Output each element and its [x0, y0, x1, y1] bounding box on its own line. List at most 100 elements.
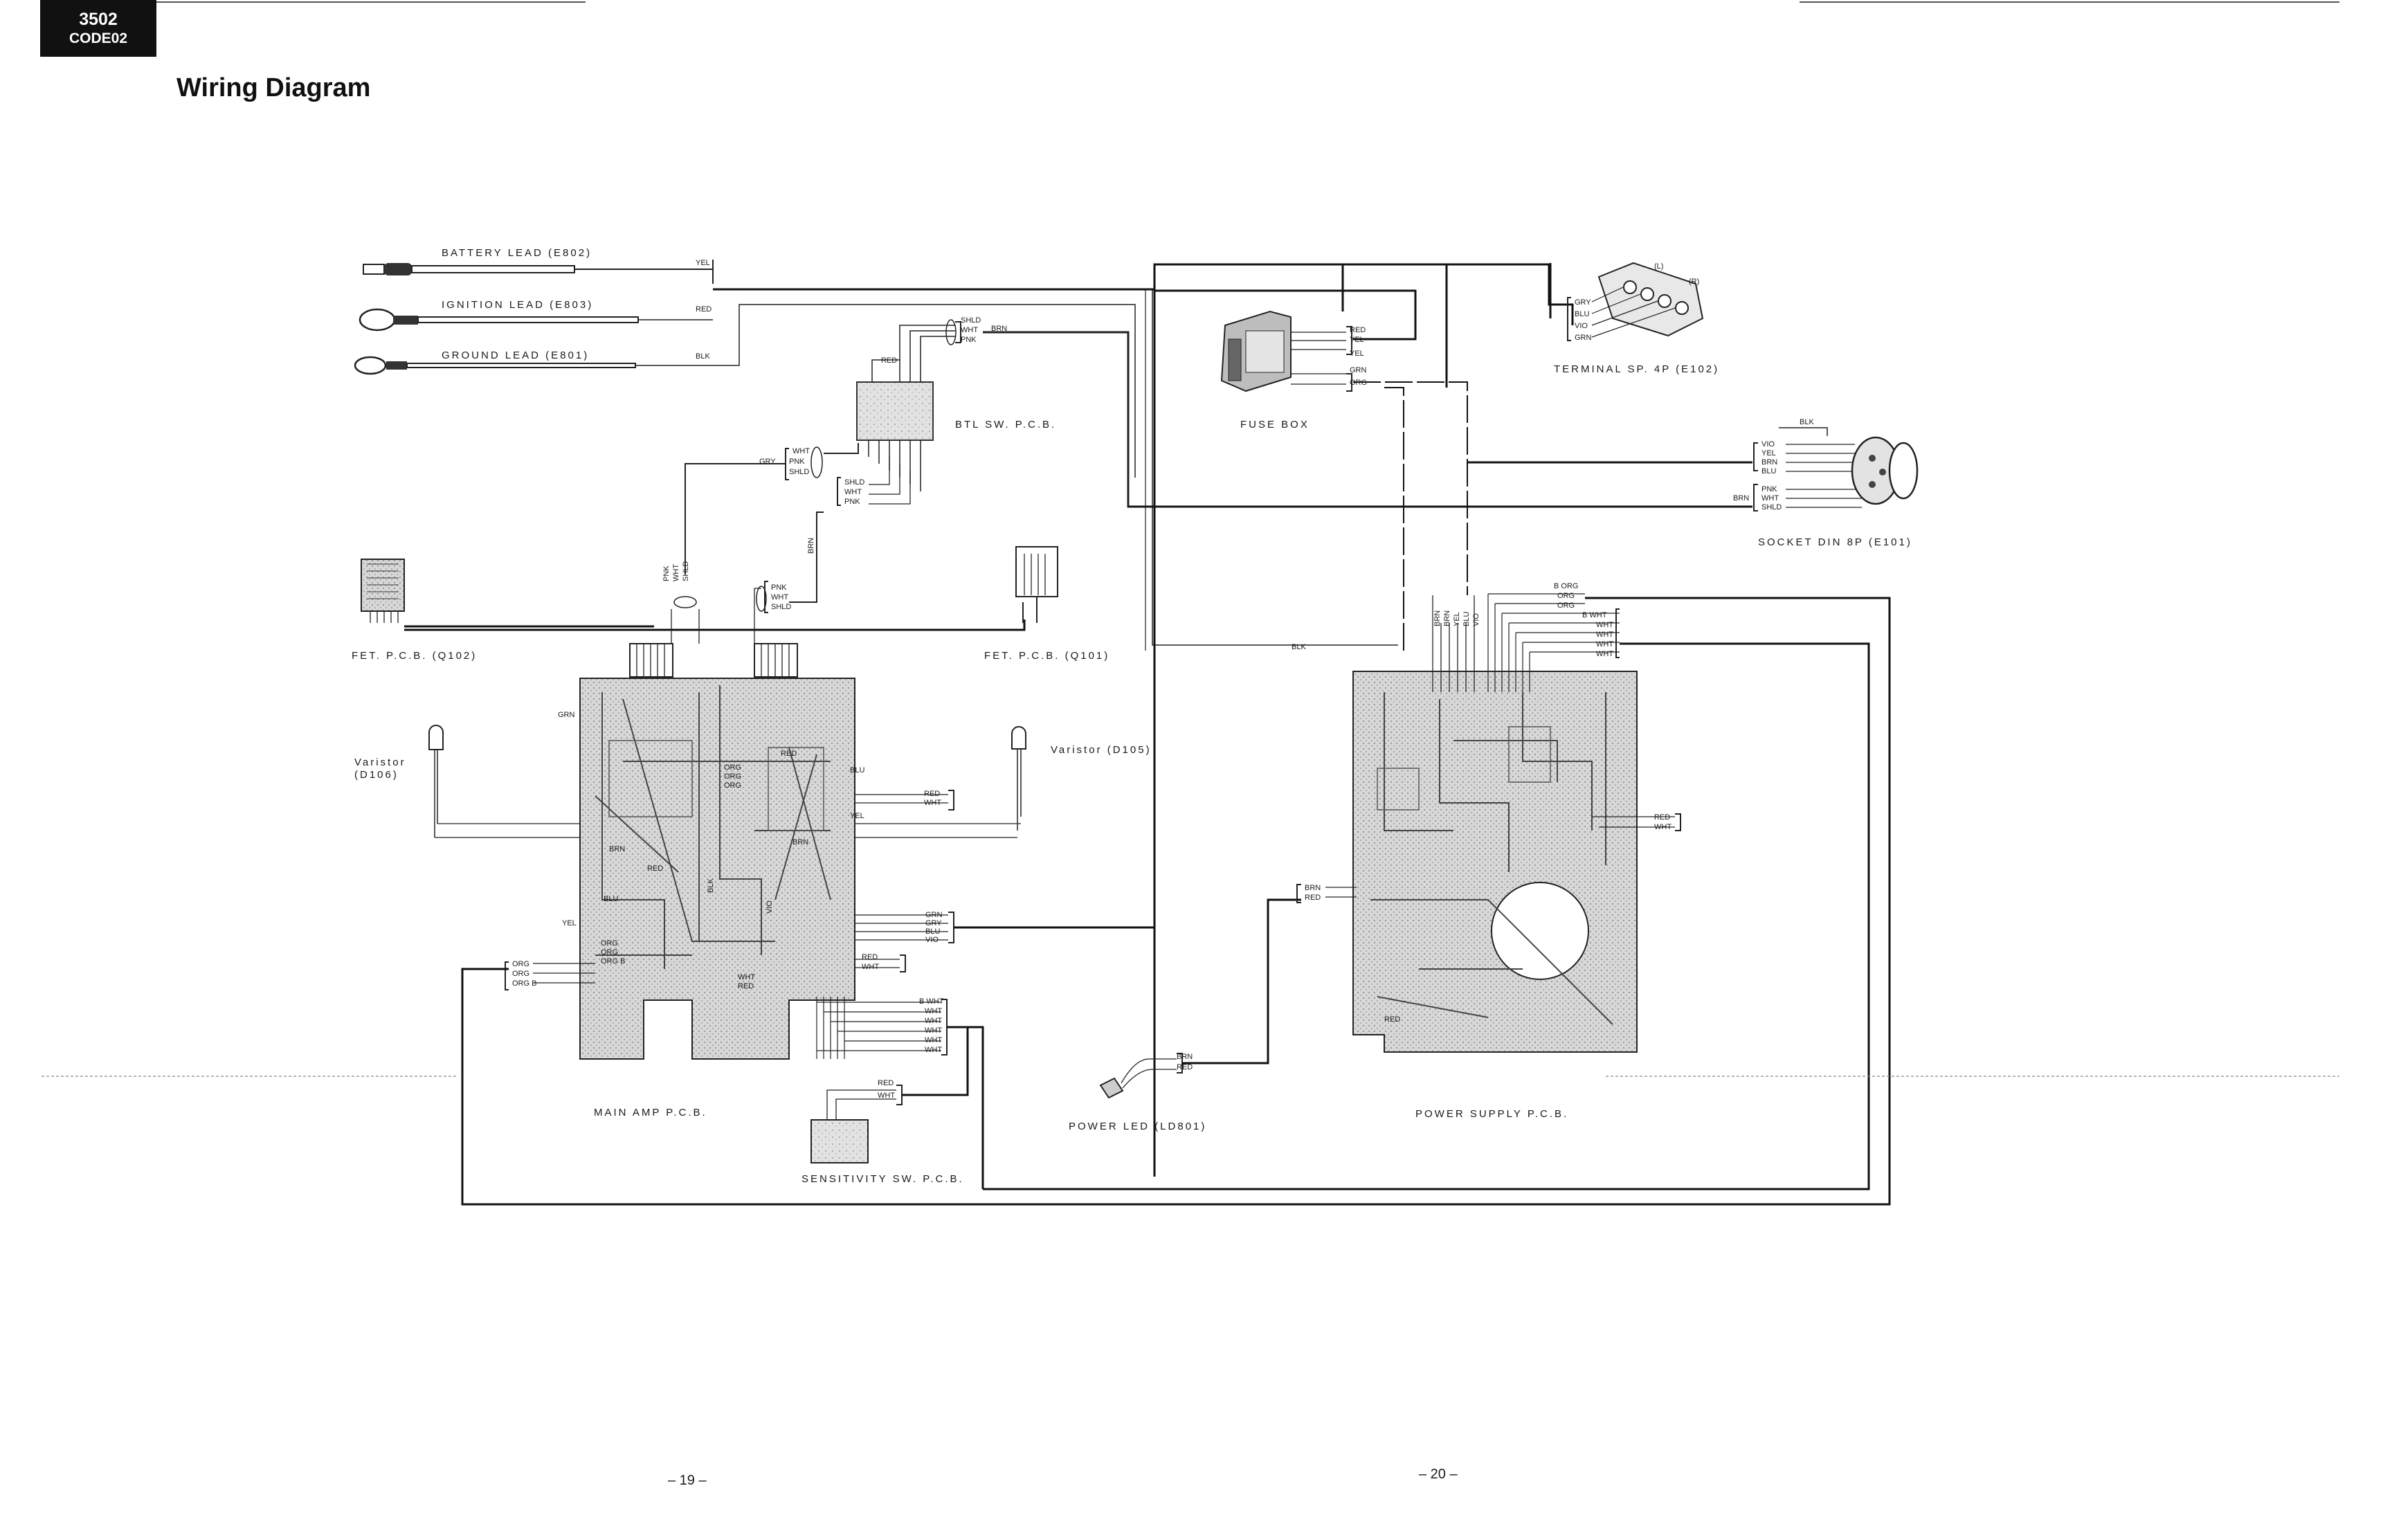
main-red-bottom: RED: [738, 982, 754, 990]
ps-wht1: WHT: [1596, 621, 1613, 629]
ps-vio: VIO: [1472, 613, 1480, 626]
ignition-lead: IGNITION LEAD (E803) RED: [359, 299, 712, 332]
terminal-grn: GRN: [1575, 334, 1592, 342]
terminal-r-label: (R): [1689, 278, 1699, 286]
sens-wht: WHT: [878, 1091, 895, 1100]
main-vert-pnk: PNK: [662, 565, 671, 581]
ps-left-red: RED: [1305, 894, 1321, 902]
btl-red-label: RED: [881, 356, 897, 365]
battery-lead-label: BATTERY LEAD (E802): [442, 247, 592, 259]
main-yel2-label: YEL: [562, 919, 577, 927]
fuse-red-label: RED: [1350, 326, 1366, 334]
ps-org2: ORG: [1557, 601, 1575, 610]
terminal-vio: VIO: [1575, 322, 1588, 330]
ps-brn2: BRN: [1443, 610, 1451, 626]
btl-brn-label: BRN: [991, 325, 1007, 333]
ps-wht2: WHT: [1596, 631, 1613, 639]
fuse-grn-label: GRN: [1350, 366, 1367, 374]
ignition-wire-label: RED: [696, 305, 712, 314]
ground-lug: [354, 356, 387, 375]
rc2-gry: GRY: [925, 919, 942, 927]
rc4-wht5: WHT: [925, 1046, 942, 1054]
rc4-wht3: WHT: [925, 1026, 942, 1035]
din-brn2: BRN: [1733, 494, 1749, 502]
power-led: BRN RED POWER LED (LD801): [1069, 898, 1301, 1132]
btl-shld-label: SHLD: [961, 316, 981, 325]
fet-pcb-q102: FET. P.C.B. (Q102): [352, 559, 477, 662]
din-blu: BLU: [1761, 467, 1776, 475]
ignition-plug-body: [393, 316, 418, 325]
battery-wire-label: YEL: [696, 259, 710, 267]
page-number-right: – 20 –: [1419, 1467, 1458, 1482]
fet-q101-label: FET. P.C.B. (Q101): [984, 650, 1109, 662]
page-number-left: – 19 –: [668, 1473, 707, 1488]
power-supply-label: POWER SUPPLY P.C.B.: [1415, 1108, 1568, 1120]
socket-din-8p: VIO YEL BRN BLU PNK WHT SHLD BLK BRN SOC…: [1733, 418, 1919, 548]
main-brn-label: BRN: [609, 845, 625, 853]
main-org-c: ORG: [724, 781, 741, 790]
rc2-blu: BLU: [925, 927, 940, 936]
page-code: 3502: [79, 10, 118, 29]
fet-q102-label: FET. P.C.B. (Q102): [352, 650, 477, 662]
rc4-wht1: WHT: [925, 1007, 942, 1015]
battery-plug-body: [384, 263, 412, 275]
ps-brn: BRN: [1433, 610, 1442, 626]
main-grn-label: GRN: [558, 711, 575, 719]
btl-wht-label: WHT: [961, 326, 978, 334]
main-blu2-label: BLU: [604, 895, 618, 903]
varistor-d106: Varistor (D106): [354, 725, 444, 837]
btl-conn-pnk: PNK: [789, 458, 805, 466]
page-subcode: CODE02: [69, 30, 128, 46]
ps-blu: BLU: [1462, 612, 1471, 626]
terminal-sp-4p: (L) (R) GRY BLU VIO GRN TERMINAL SP. 4P …: [1554, 262, 1717, 375]
rc1-wht: WHT: [924, 799, 941, 807]
btl-conn2-wht: WHT: [844, 488, 862, 496]
main-blu-label: BLU: [850, 766, 864, 774]
ps-right-red: RED: [1654, 813, 1670, 822]
btl-pnk-label: PNK: [961, 336, 977, 344]
terminal-blu: BLU: [1575, 310, 1589, 318]
top-rule-left: [156, 1, 586, 3]
fuse-yel2-label: YEL: [1350, 350, 1364, 358]
main-brn2-label: BRN: [792, 838, 808, 846]
btl-conn-shld: SHLD: [789, 468, 809, 476]
ps-blk: BLK: [1292, 643, 1306, 651]
ps-org1: ORG: [1557, 592, 1575, 600]
main-amp-label: MAIN AMP P.C.B.: [594, 1107, 707, 1118]
ground-lead-label: GROUND LEAD (E801): [442, 350, 589, 361]
brn-trunk: [983, 331, 1744, 508]
din-shld: SHLD: [1761, 503, 1782, 511]
fuse-box-label: FUSE BOX: [1240, 419, 1310, 431]
btl-conn-gry: GRY: [759, 458, 776, 466]
fuse-box: FUSE BOX RED YEL YEL GRN ORG: [1154, 289, 1468, 651]
led-red: RED: [1177, 1063, 1193, 1071]
btl-sw-pcb: BTL SW. P.C.B. RED SHLD WHT PNK BRN: [856, 316, 1054, 491]
ground-wire-label: BLK: [696, 352, 710, 361]
varistor-d105-label: Varistor (D105): [1051, 744, 1152, 756]
main-vert-wht: WHT: [672, 564, 680, 581]
ps-borg: B ORG: [1554, 582, 1578, 590]
main-wht-bottom: WHT: [738, 973, 755, 981]
varistor-d106-label1: Varistor: [354, 757, 406, 768]
main-red2-label: RED: [647, 864, 663, 873]
btl-sw-board: [856, 381, 934, 441]
main-right-pnk: PNK: [771, 583, 787, 592]
terminal-gry: GRY: [1575, 298, 1591, 307]
led-brn: BRN: [1177, 1053, 1193, 1061]
sens-red: RED: [878, 1079, 894, 1087]
btl-conn-wht: WHT: [792, 447, 810, 455]
main-pnk-connector: PNK WHT SHLD PNK WHT SHLD BRN: [662, 511, 824, 644]
main-red-label: RED: [781, 750, 797, 758]
ps-bottom-red: RED: [1384, 1015, 1400, 1024]
page-title: Wiring Diagram: [176, 73, 371, 102]
main-org-left-a: ORG: [601, 939, 618, 948]
sensitivity-sw-pcb: RED WHT SENSITIVITY SW. P.C.B.: [801, 1028, 969, 1185]
power-led-label: POWER LED (LD801): [1069, 1121, 1206, 1132]
main-right-wht: WHT: [771, 593, 788, 601]
ps-left-brn: BRN: [1305, 884, 1321, 892]
top-rule-right: [1800, 1, 2339, 3]
ps-yel: YEL: [1453, 612, 1461, 626]
ignition-plug: [359, 308, 396, 332]
ground-lug-body: [386, 361, 407, 370]
